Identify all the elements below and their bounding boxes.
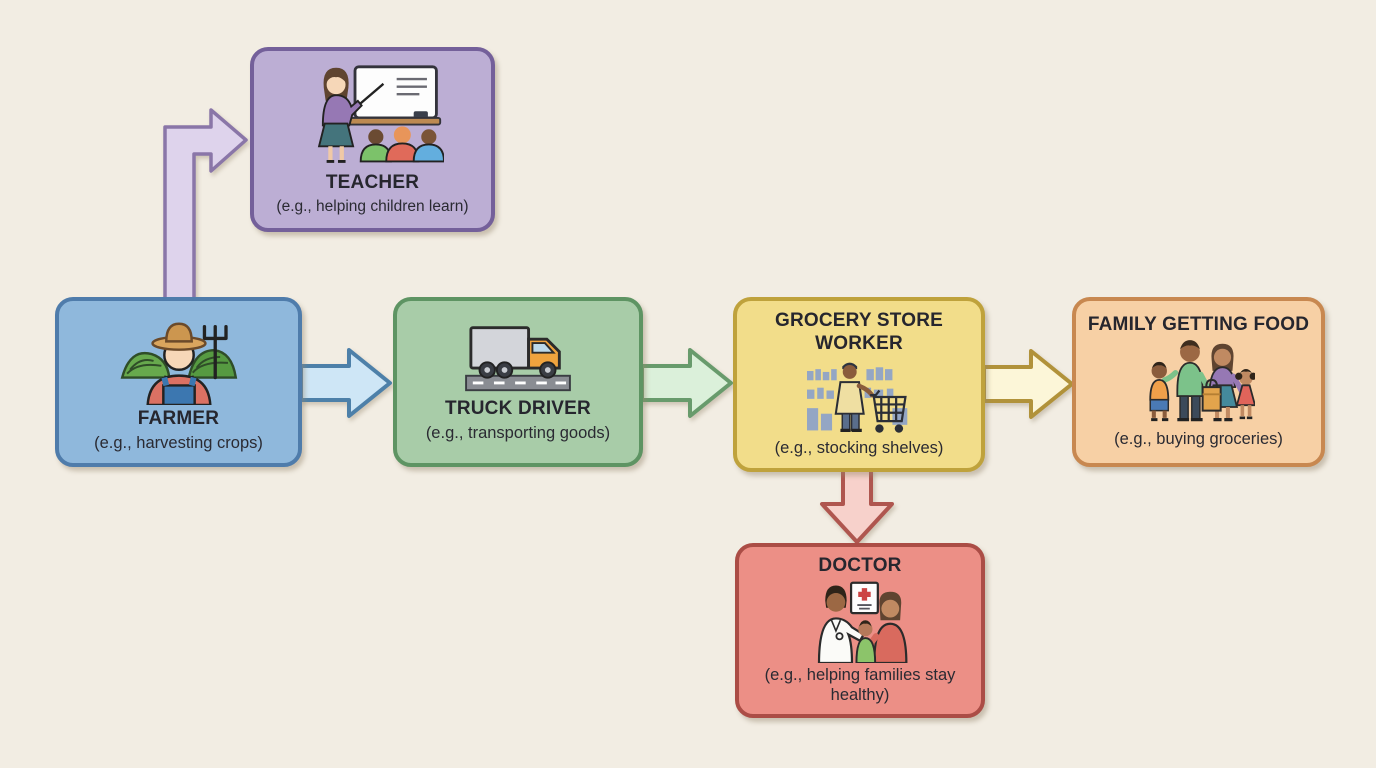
node-grocery-store-worker: GROCERY STORE WORKER bbox=[733, 297, 985, 472]
arrow-farmer-to-teacher bbox=[163, 108, 248, 303]
node-title: TRUCK DRIVER bbox=[445, 398, 591, 420]
node-subtitle: (e.g., stocking shelves) bbox=[774, 439, 944, 458]
farmer-icon bbox=[120, 311, 238, 406]
arrow-grocery-to-family bbox=[982, 349, 1074, 419]
node-subtitle: (e.g., helping children learn) bbox=[276, 197, 469, 215]
node-subtitle: (e.g., harvesting crops) bbox=[94, 433, 263, 452]
teacher-icon bbox=[302, 63, 445, 169]
node-teacher: TEACHER (e.g., helping children learn) bbox=[250, 47, 495, 232]
node-truck-driver: TRUCK DRIVER (e.g., transporting goods) bbox=[393, 297, 643, 467]
node-title: DOCTOR bbox=[818, 555, 902, 577]
truck-icon bbox=[465, 320, 571, 395]
node-doctor: DOCTOR (e.g., helping families stay h bbox=[735, 543, 985, 718]
arrow-truck-driver-to-grocery bbox=[640, 348, 733, 418]
node-subtitle: (e.g., helping families stay healthy) bbox=[764, 666, 956, 704]
arrow-farmer-to-truck-driver bbox=[299, 348, 392, 418]
node-title: TEACHER bbox=[325, 171, 420, 193]
node-title: FARMER bbox=[137, 407, 220, 429]
node-title: FAMILY GETTING FOOD bbox=[1087, 314, 1310, 336]
node-subtitle: (e.g., buying groceries) bbox=[1114, 430, 1283, 448]
family-icon bbox=[1143, 340, 1257, 427]
doctor-icon bbox=[810, 581, 910, 665]
grocery-worker-icon bbox=[807, 358, 911, 436]
node-title: GROCERY STORE WORKER bbox=[774, 309, 943, 354]
node-subtitle: (e.g., transporting goods) bbox=[425, 424, 611, 442]
node-farmer: FARMER (e.g., harvesting crops) bbox=[55, 297, 302, 467]
node-family-getting-food: FAMILY GETTING FOOD bbox=[1072, 297, 1325, 467]
arrow-grocery-to-doctor bbox=[820, 468, 894, 544]
